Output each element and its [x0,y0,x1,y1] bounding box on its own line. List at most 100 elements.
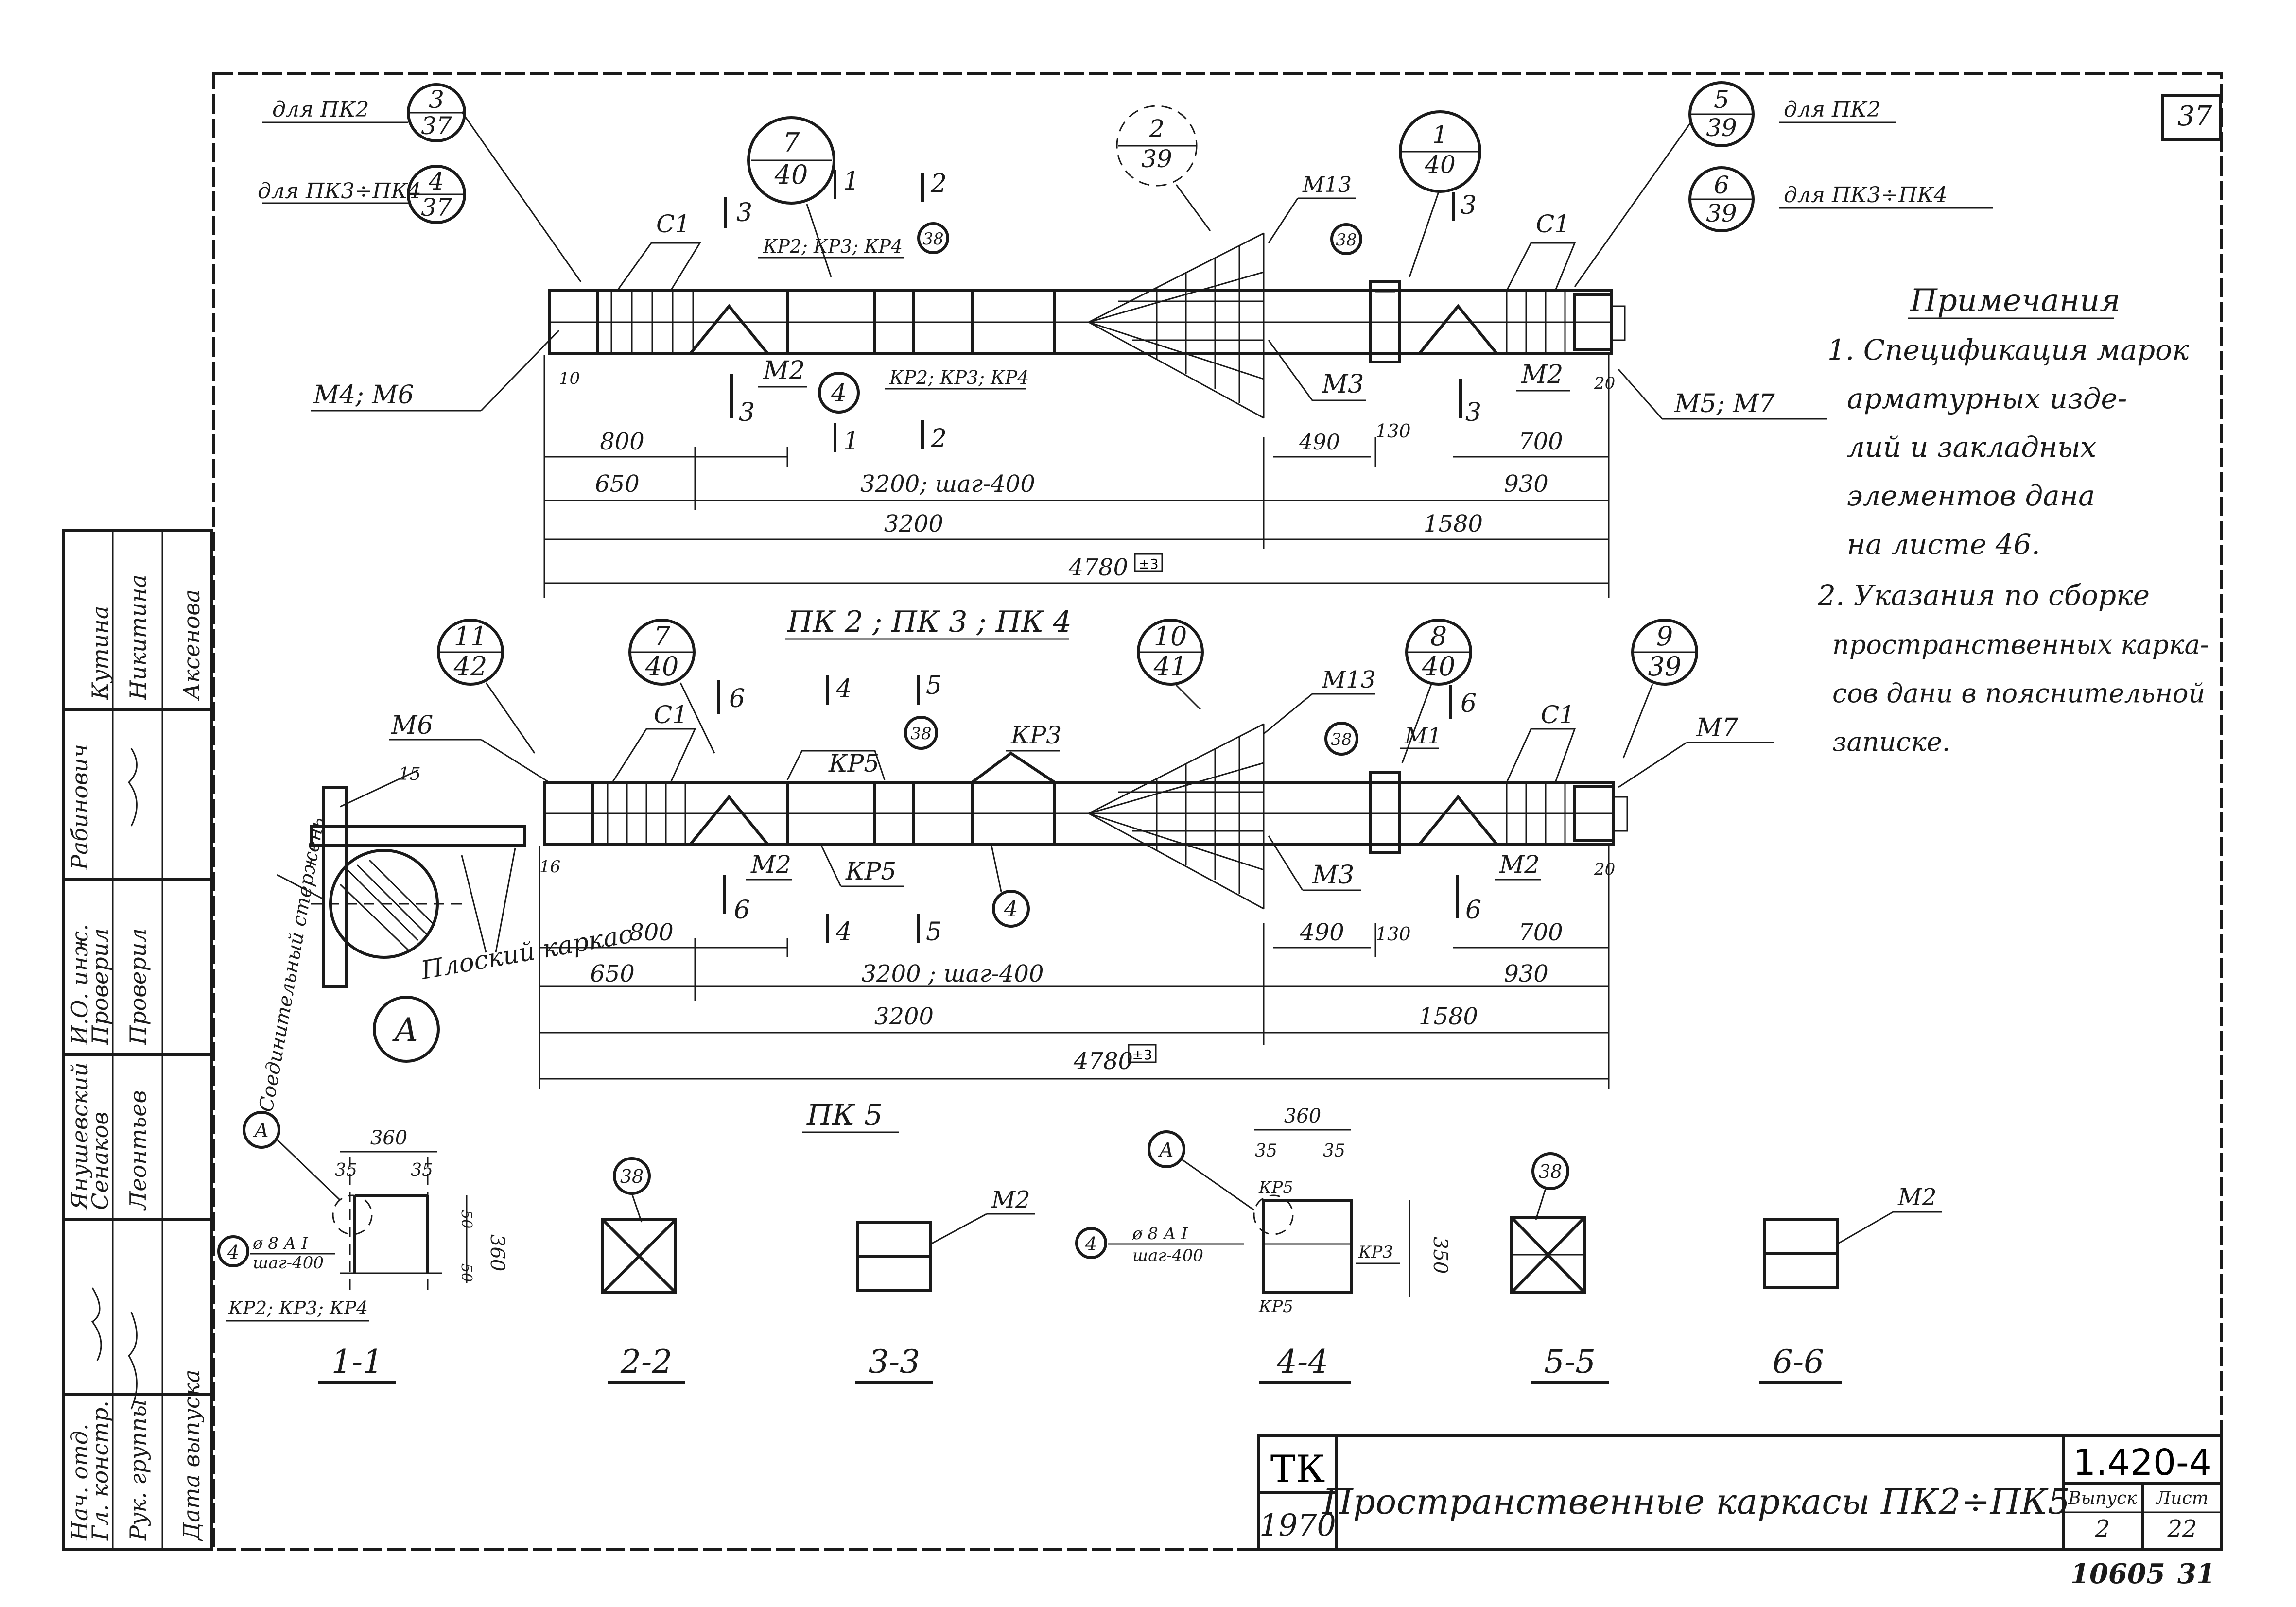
signature-scribble-3 [128,748,138,827]
sig-name-6: Аксенова [178,589,205,701]
section-label-5-5: 5-5 [1544,1343,1596,1381]
cross-section-3-3: М2 3-3 [855,1186,1035,1384]
sig-name-4: Кутина [87,606,113,700]
notes-title: Примечания [1910,283,2121,319]
s44-kr5-bottom: КР5 [1258,1297,1293,1316]
top-d1580: 1580 [1424,510,1483,537]
callout-9-39: 9 39 [1631,619,1698,686]
top-m3: М3 [1322,370,1364,399]
title-issue-label: Выпуск [2068,1488,2137,1508]
cross-section-2-2: 38 2-2 [601,1157,685,1384]
bot-sec-6a: 6 [729,684,745,713]
sheet-corner-number: 37 [2177,101,2212,132]
sig-role-3: И.О. инж. [67,924,93,1045]
callout-7-40b-sheet: 40 [645,651,679,682]
top-dimensions: 800 650 3200; шаг-400 3200 490 700 930 1… [543,355,1610,598]
note-line-5: на листе 46. [1847,528,2040,561]
bot-m13: М13 [1322,666,1375,693]
top-sec-3b: 3 [739,398,755,427]
note-for-pk2-right: для ПК2 [1784,97,1880,122]
s11-dim-50b: 50 [458,1263,475,1282]
sig-role-1: Гл. констр. [87,1400,113,1541]
sig-name-0: Янушевский [67,1062,93,1211]
s44-dim-35b: 35 [1323,1141,1345,1161]
s11-rebar: ø 8 А I [252,1234,308,1253]
section-label-4-4: 4-4 [1276,1343,1328,1381]
bot-m2-right: М2 [1499,850,1540,879]
top-sec-2b: 2 [930,424,947,453]
bottom-callouts: 11 42 7 40 10 41 8 40 9 39 [437,619,1698,763]
bot-marker-38a: 38 [910,724,931,743]
section-label-1-1: 1-1 [331,1343,383,1381]
note-line-6: 2. Указания по сборке [1817,579,2150,612]
bot-kr5-bottom: КР5 [845,857,896,885]
bot-dim-130: 130 [1375,923,1411,945]
bot-m3: М3 [1312,861,1354,890]
s11-marker-4: 4 [227,1242,239,1263]
top-d800: 800 [600,428,644,455]
title-org: ТК [1270,1448,1325,1491]
callout-8-40: 8 40 [1405,619,1472,686]
bot-d650: 650 [590,960,635,987]
callout-9-39-sheet: 39 [1648,651,1682,682]
top-d490: 490 [1299,430,1340,455]
callout-5-39-sheet: 39 [1706,114,1737,142]
signature-column: Нач. отд. Гл. констр. Рук. группы Дата в… [62,529,213,1551]
callout-1-40-sheet: 40 [1424,151,1456,179]
s33-m2: М2 [991,1186,1030,1213]
top-callouts: 3 37 4 37 7 40 2 39 1 40 [258,81,1993,287]
callout-4-37-sheet: 37 [421,193,452,222]
s11-dim-35a: 35 [335,1160,357,1180]
bot-kr5-top: КР5 [828,749,879,778]
title-block: ТК 1970 Пространственные каркасы ПК2÷ПК5… [1257,1434,2223,1590]
note-for-pk3-pk4-left: для ПК3÷ПК4 [258,179,421,204]
title-year: 1970 [1259,1507,1336,1543]
bot-d700: 700 [1518,919,1563,946]
section-label-6-6: 6-6 [1773,1343,1824,1381]
callout-2-39-num: 2 [1148,115,1165,143]
top-m2-right: М2 [1521,360,1563,389]
s44-rebar: ø 8 А I [1132,1224,1188,1244]
cross-section-4-4: А 360 35 35 КР5 КР3 КР5 350 4 ø 8 А I ша… [1075,1105,1451,1384]
bot-sec-5a: 5 [926,671,942,700]
top-kr-bottom: КР2; КР3; КР4 [889,367,1029,388]
callout-8-40-num: 8 [1430,621,1447,652]
bot-d4780: 4780 [1073,1048,1133,1075]
s11-dim-50a: 50 [458,1210,475,1228]
bot-marker-38b: 38 [1331,730,1352,749]
bot-dim-20: 20 [1594,860,1615,879]
top-sec-3a: 3 [736,198,752,227]
detail-a-connector: Соединительный стержень [255,815,329,1113]
top-c1-right: С1 [1536,210,1570,238]
s44-a-marker: А [1158,1139,1174,1161]
callout-9-39-num: 9 [1656,621,1673,652]
note-line-1: 1. Спецификация марок [1827,333,2189,366]
bot-c1-right: С1 [1541,701,1575,729]
s11-dim-360v: 360 [486,1234,508,1271]
bot-sec-4a: 4 [835,674,852,704]
cross-section-5-5: 38 5-5 [1510,1152,1609,1384]
s44-marker-4: 4 [1085,1233,1097,1255]
bottom-view-labels: М6 М7 С1 С1 КР5 КР3 КР5 М2 М2 М3 М13 М1 … [389,666,1774,947]
bot-d490: 490 [1299,919,1344,946]
note-for-pk2-left: для ПК2 [272,97,369,122]
top-m13: М13 [1302,173,1352,197]
section-label-3-3: 3-3 [869,1343,920,1381]
callout-10-41: 10 41 [1137,619,1204,686]
title-issue: 2 [2095,1515,2110,1542]
sig-name-3: Рабинович [67,744,93,870]
s11-step: шаг-400 [253,1253,324,1273]
callout-4-37-num: 4 [428,167,444,195]
callout-6-39-top: 6 39 [1688,166,1755,232]
callout-7-40-sheet: 40 [774,159,808,190]
bot-tol: ±3 [1132,1047,1152,1063]
top-view-frame [548,232,1626,419]
callout-7-40b-num: 7 [654,621,671,652]
callout-7-40-bottom: 7 40 [628,619,696,686]
note-line-2: арматурных изде- [1847,382,2127,415]
callout-6-39-sheet: 39 [1706,199,1737,227]
top-d-step: 3200; шаг-400 [860,470,1035,498]
s44-dim-35a: 35 [1255,1141,1277,1161]
bot-d1580: 1580 [1419,1003,1478,1030]
top-d930: 930 [1504,470,1548,498]
